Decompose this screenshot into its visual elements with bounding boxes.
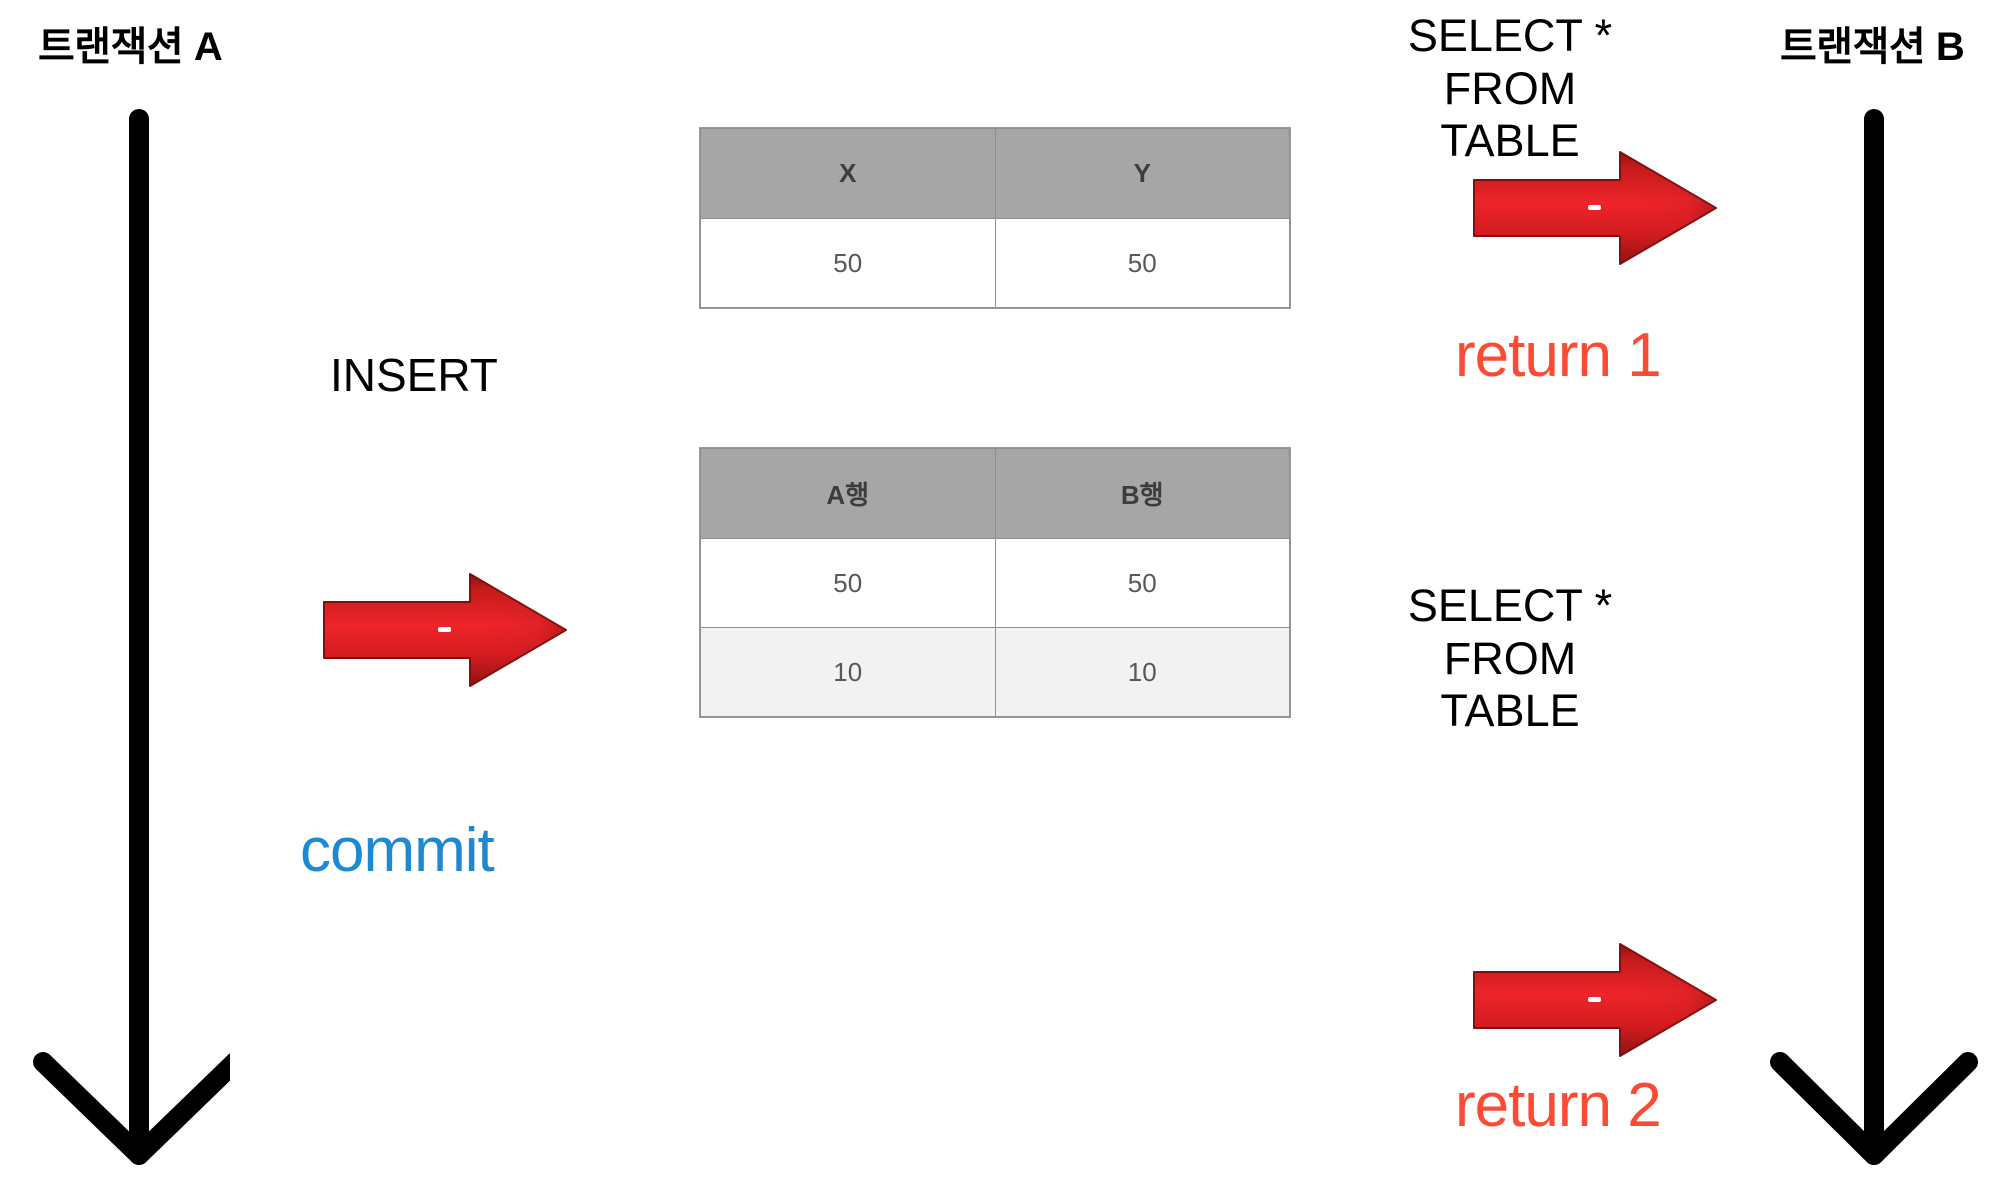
column-header-y: Y: [994, 128, 1290, 219]
return-1-label: return 1: [1455, 321, 1662, 390]
cell-x-1: 50: [700, 218, 996, 308]
select-query-1-label: SELECT * FROM TABLE: [1345, 10, 1675, 168]
commit-label: commit: [300, 816, 495, 885]
transaction-a-label: 트랜잭션 A: [38, 25, 223, 69]
transaction-b-label: 트랜잭션 B: [1780, 25, 1965, 69]
cell-b-1: 50: [994, 538, 1290, 628]
select-query-2-line2: TABLE: [1440, 685, 1580, 737]
transaction-b-timeline-arrow-icon: [1760, 105, 1990, 1180]
return-2-label: return 2: [1455, 1071, 1662, 1140]
select-query-1-line1: SELECT * FROM: [1407, 10, 1613, 114]
cell-y-1: 50: [994, 218, 1290, 308]
column-header-a: A행: [700, 448, 996, 539]
select-query-1-line2: TABLE: [1440, 115, 1580, 167]
insert-label: INSERT: [330, 349, 498, 401]
column-header-b: B행: [994, 448, 1290, 539]
table-header-row: X Y: [700, 128, 1290, 219]
insert-red-right-arrow-icon: [320, 570, 570, 690]
select-1-red-right-arrow-icon: [1470, 148, 1720, 268]
transaction-a-timeline-arrow-icon: [10, 105, 230, 1180]
cell-a-1: 50: [700, 538, 996, 628]
table-row: 10 10: [700, 627, 1290, 717]
select-query-2-label: SELECT * FROM TABLE: [1345, 580, 1675, 738]
table-row: 50 50: [700, 218, 1290, 308]
column-header-x: X: [700, 128, 996, 219]
table-before-insert: X Y 50 50: [700, 128, 1290, 308]
cell-a-2: 10: [700, 627, 996, 717]
select-query-2-line1: SELECT * FROM: [1407, 580, 1613, 684]
table-after-insert: A행 B행 50 50 10 10: [700, 448, 1290, 717]
table-row: 50 50: [700, 538, 1290, 628]
cell-b-2: 10: [994, 627, 1290, 717]
table-header-row: A행 B행: [700, 448, 1290, 539]
select-2-red-right-arrow-icon: [1470, 940, 1720, 1060]
